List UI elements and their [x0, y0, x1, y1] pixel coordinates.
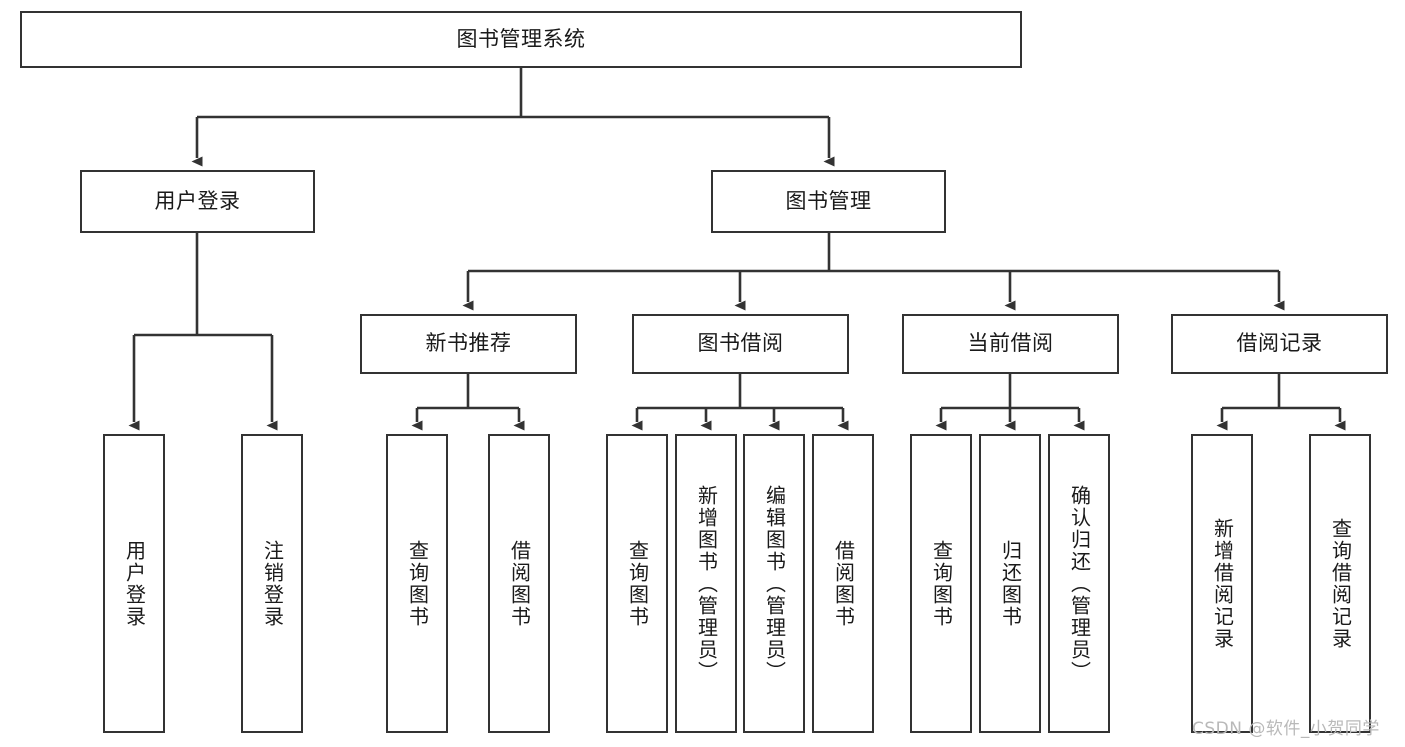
- node-leaf-add-record[interactable]: 新增借阅记录: [1191, 434, 1253, 733]
- node-label: 新增图书（管理员）: [694, 484, 719, 683]
- node-leaf-edit-book[interactable]: 编辑图书（管理员）: [743, 434, 805, 733]
- node-book-borrow[interactable]: 图书借阅: [632, 314, 849, 374]
- node-label: 新增借阅记录: [1210, 517, 1235, 650]
- node-user-login[interactable]: 用户登录: [80, 170, 315, 233]
- node-leaf-user-login[interactable]: 用户登录: [103, 434, 165, 733]
- node-leaf-query-record[interactable]: 查询借阅记录: [1309, 434, 1371, 733]
- node-leaf-add-book[interactable]: 新增图书（管理员）: [675, 434, 737, 733]
- node-label: 借阅记录: [1236, 331, 1323, 356]
- node-book-management-system[interactable]: 图书管理系统: [20, 11, 1022, 68]
- node-current-borrow[interactable]: 当前借阅: [902, 314, 1119, 374]
- node-leaf-query-book-2[interactable]: 查询图书: [606, 434, 668, 733]
- node-label: 图书借阅: [697, 331, 784, 356]
- node-label: 查询图书: [929, 539, 954, 628]
- node-borrow-record[interactable]: 借阅记录: [1171, 314, 1388, 374]
- csdn-watermark: CSDN @软件_小贺同学: [1192, 719, 1380, 739]
- node-leaf-query-book-3[interactable]: 查询图书: [910, 434, 972, 733]
- node-label: 确认归还（管理员）: [1067, 484, 1092, 683]
- node-leaf-borrow-book-1[interactable]: 借阅图书: [488, 434, 550, 733]
- node-label: 查询图书: [625, 539, 650, 628]
- node-label: 当前借阅: [967, 331, 1054, 356]
- node-label: 图书管理系统: [456, 26, 586, 51]
- node-label: 归还图书: [998, 539, 1023, 628]
- node-label: 借阅图书: [831, 539, 856, 628]
- node-leaf-confirm-return[interactable]: 确认归还（管理员）: [1048, 434, 1110, 733]
- node-label: 编辑图书（管理员）: [762, 484, 787, 683]
- node-label: 注销登录: [260, 539, 285, 628]
- node-new-book-recommend[interactable]: 新书推荐: [360, 314, 577, 374]
- node-label: 新书推荐: [425, 331, 512, 356]
- node-book-management[interactable]: 图书管理: [711, 170, 946, 233]
- node-label: 借阅图书: [507, 539, 532, 628]
- node-leaf-query-book-1[interactable]: 查询图书: [386, 434, 448, 733]
- node-label: 用户登录: [154, 188, 241, 213]
- node-leaf-logout[interactable]: 注销登录: [241, 434, 303, 733]
- node-leaf-borrow-book-2[interactable]: 借阅图书: [812, 434, 874, 733]
- node-label: 查询借阅记录: [1328, 517, 1353, 650]
- node-leaf-return-book[interactable]: 归还图书: [979, 434, 1041, 733]
- node-label: 图书管理: [785, 188, 872, 213]
- node-label: 查询图书: [405, 539, 430, 628]
- node-label: 用户登录: [122, 539, 147, 628]
